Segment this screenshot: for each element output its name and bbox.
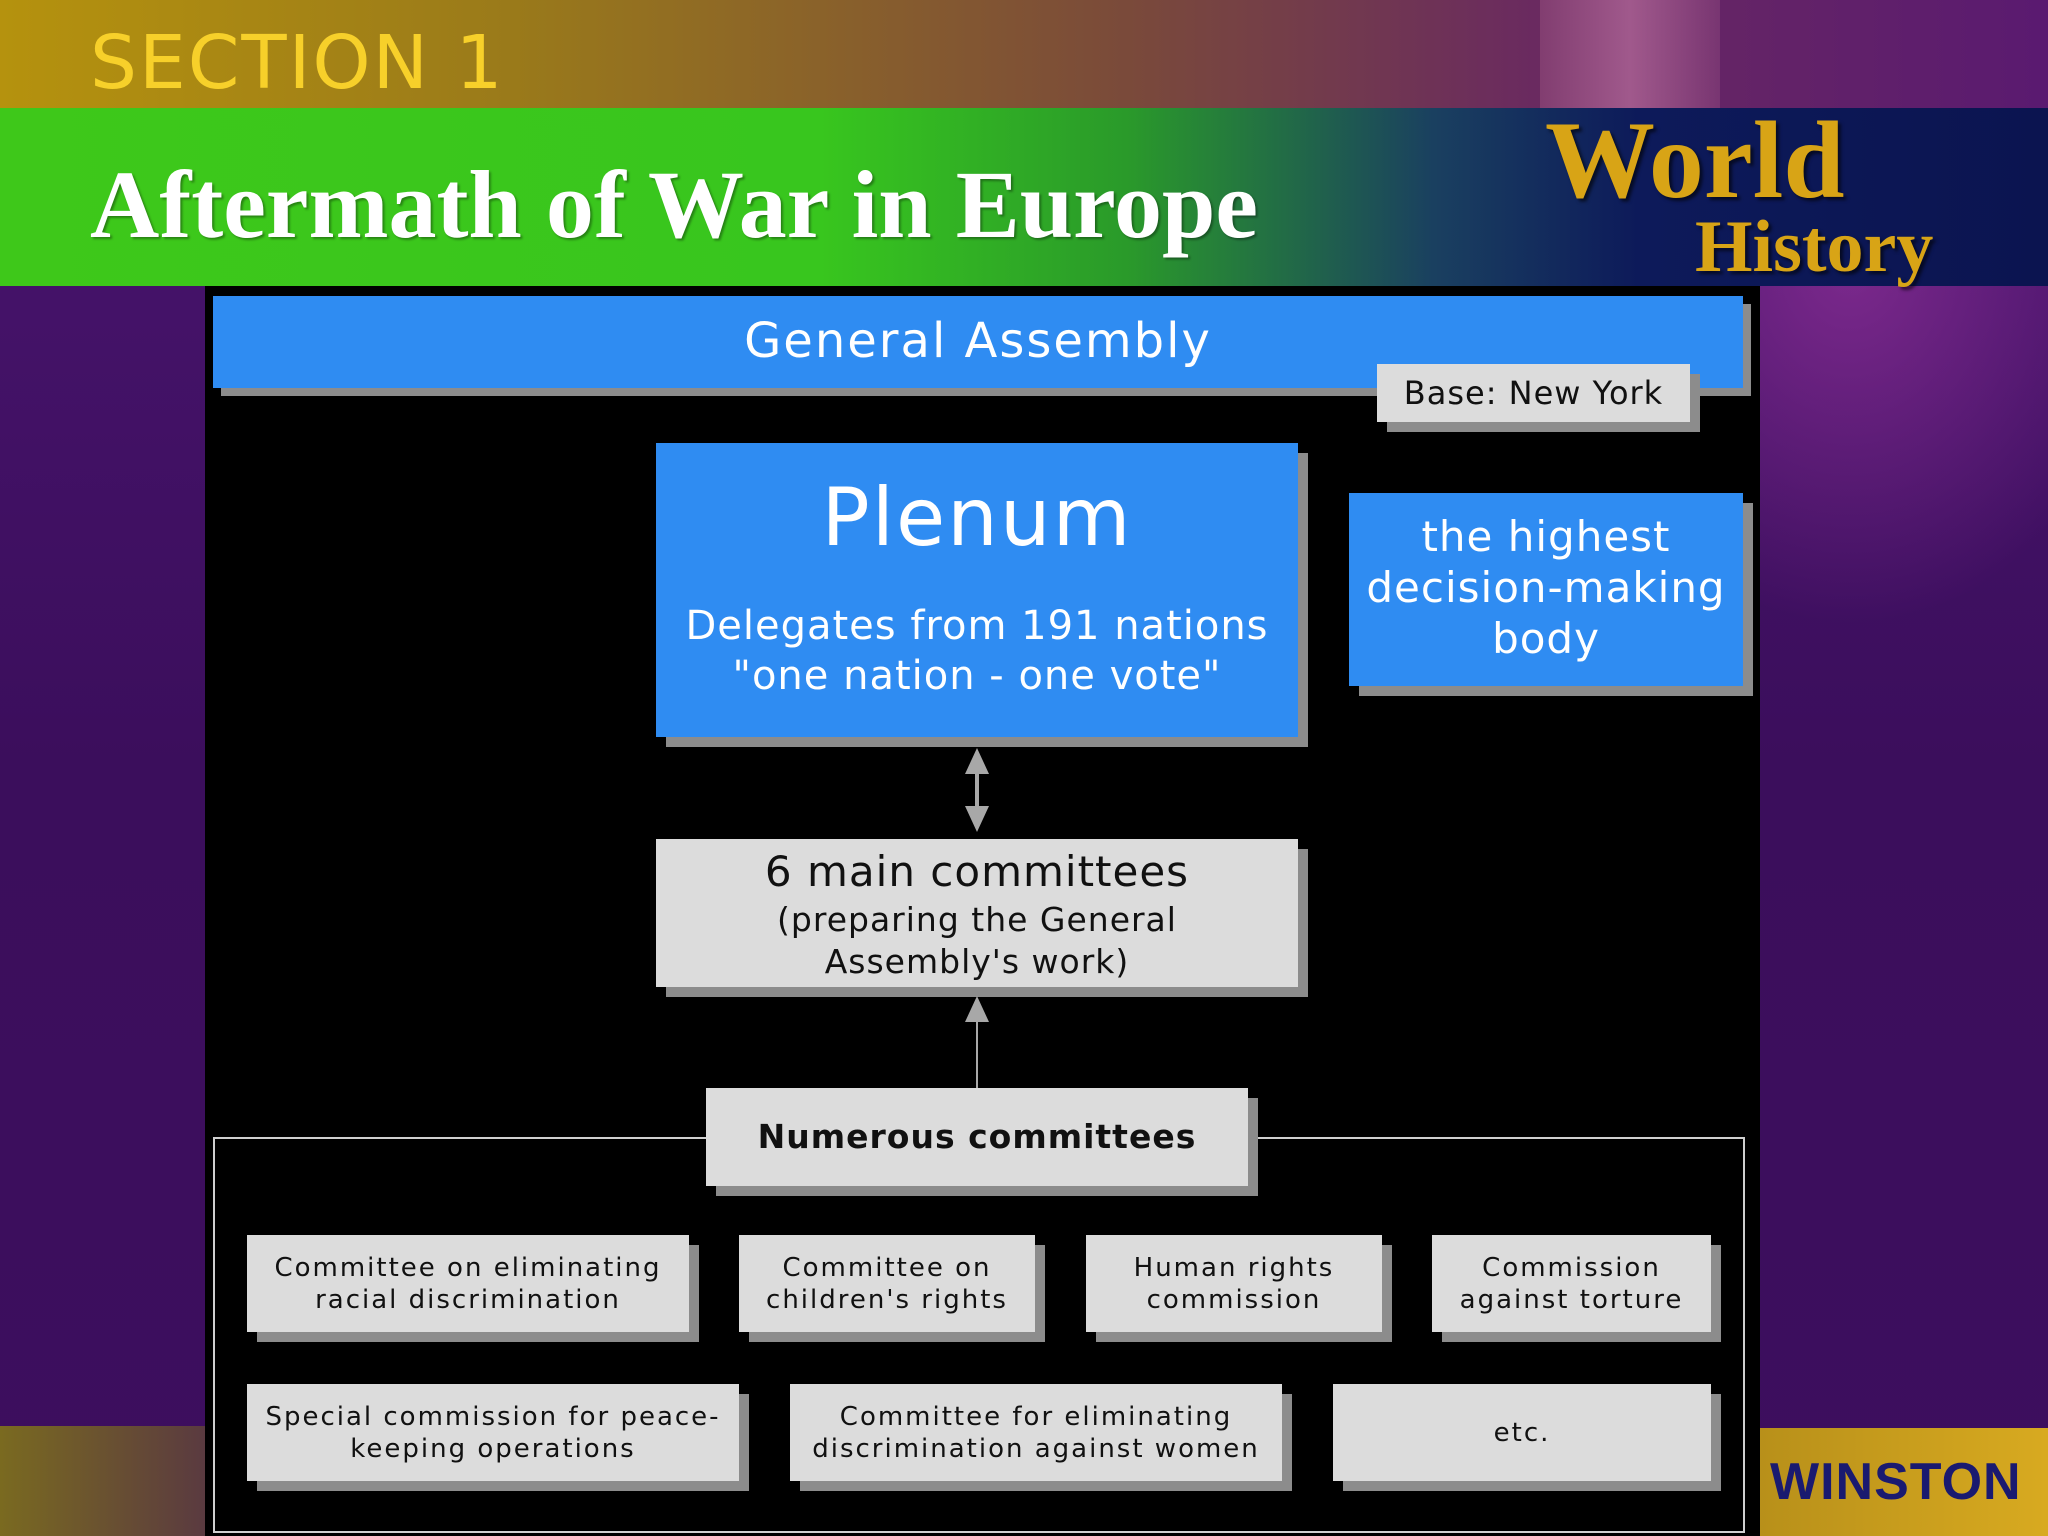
committee-line-1: Committee on bbox=[782, 1252, 992, 1283]
connector-line bbox=[975, 772, 979, 808]
arrow-down-icon bbox=[965, 806, 989, 832]
committee-box: etc. bbox=[1333, 1384, 1711, 1481]
committee-line-1: etc. bbox=[1493, 1417, 1551, 1448]
frame-top-edge-left bbox=[213, 1137, 708, 1139]
committee-line-1: Special commission for peace- bbox=[265, 1401, 721, 1432]
section-label: SECTION 1 bbox=[90, 20, 505, 106]
frame-top-edge-right bbox=[1250, 1137, 1745, 1139]
connector-line bbox=[976, 1020, 978, 1088]
main-committees-line-1: (preparing the General bbox=[777, 900, 1177, 939]
column-image bbox=[1540, 0, 1720, 108]
highest-body-box: the highest decision-making body bbox=[1349, 493, 1743, 686]
main-committees-line-2: Assembly's work) bbox=[824, 942, 1130, 981]
committee-line-2: discrimination against women bbox=[812, 1433, 1260, 1464]
title-bar bbox=[0, 108, 2048, 286]
plenum-box: Plenum Delegates from 191 nations "one n… bbox=[656, 443, 1298, 737]
highest-line-1: the highest bbox=[1421, 512, 1671, 561]
highest-line-3: body bbox=[1492, 614, 1600, 663]
publisher-badge bbox=[1760, 1428, 2048, 1536]
numerous-committees-box: Numerous committees bbox=[706, 1088, 1248, 1186]
committee-line-1: Commission bbox=[1482, 1252, 1661, 1283]
plenum-description: Delegates from 191 nations "one nation -… bbox=[656, 601, 1298, 701]
base-location-box: Base: New York bbox=[1377, 364, 1690, 422]
logo-word-world: World bbox=[1545, 99, 1845, 221]
plenum-line-1: Delegates from 191 nations bbox=[685, 603, 1269, 649]
publisher-name: WINSTON bbox=[1770, 1453, 2022, 1511]
plenum-line-2: "one nation - one vote" bbox=[732, 653, 1222, 699]
slide-title: Aftermath of War in Europe bbox=[90, 151, 1258, 258]
committee-line-2: commission bbox=[1146, 1284, 1322, 1315]
arrow-up-icon bbox=[965, 996, 989, 1022]
committee-line-2: racial discrimination bbox=[315, 1284, 621, 1315]
committee-line-1: Committee on eliminating bbox=[274, 1252, 662, 1283]
committee-line-2: against torture bbox=[1459, 1284, 1684, 1315]
committee-line-1: Human rights bbox=[1133, 1252, 1335, 1283]
main-committees-title: 6 main committees bbox=[764, 847, 1190, 896]
committee-line-2: children's rights bbox=[766, 1284, 1008, 1315]
committee-line-1: Committee for eliminating bbox=[839, 1401, 1233, 1432]
committees-frame bbox=[213, 1137, 1745, 1533]
section-bar bbox=[0, 0, 2048, 108]
main-committees-description: (preparing the General Assembly's work) bbox=[656, 899, 1298, 983]
committee-box: Special commission for peace-keeping ope… bbox=[247, 1384, 739, 1481]
committee-line-2: keeping operations bbox=[350, 1433, 636, 1464]
logo-word-history: History bbox=[1695, 206, 1934, 288]
plenum-title: Plenum bbox=[821, 471, 1133, 564]
highest-line-2: decision-making bbox=[1366, 563, 1726, 612]
decorative-corner bbox=[0, 1426, 205, 1536]
main-committees-box: 6 main committees (preparing the General… bbox=[656, 839, 1298, 987]
arrow-up-icon bbox=[965, 748, 989, 774]
